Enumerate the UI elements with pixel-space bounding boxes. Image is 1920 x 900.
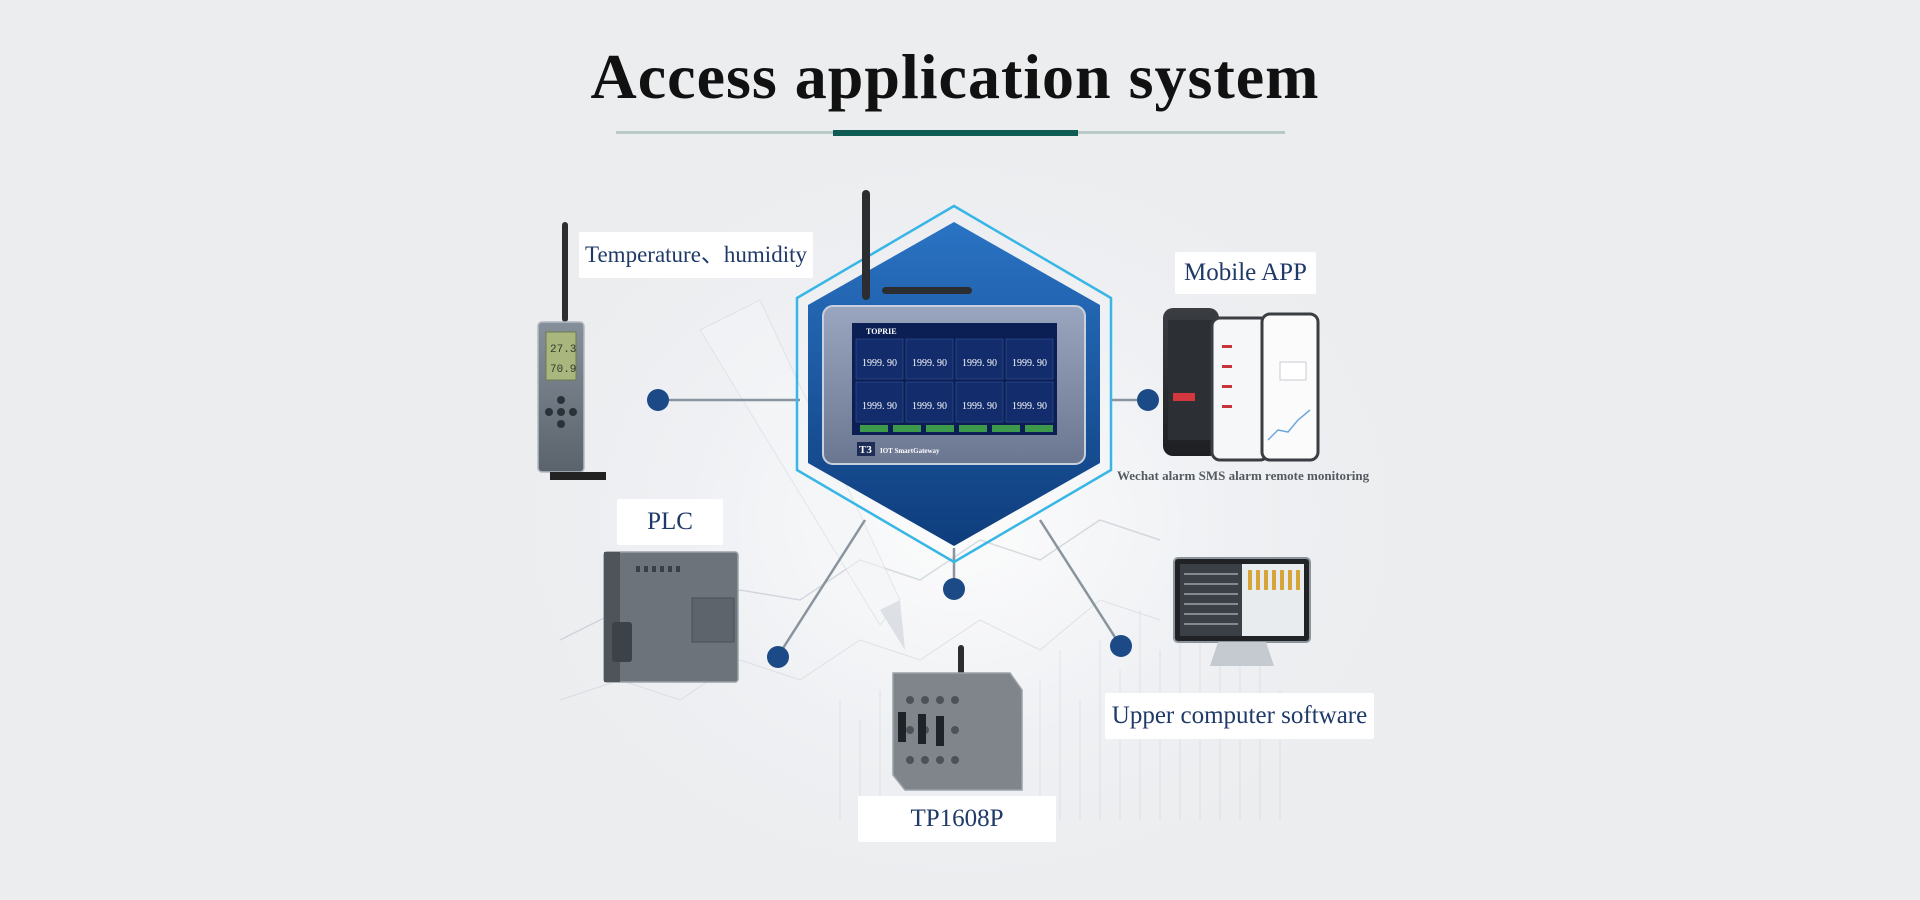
gateway-footer-text: IOT SmartGateway (880, 447, 940, 455)
gateway-reading-5: 1999. 90 (862, 401, 897, 412)
plc-port (612, 622, 632, 662)
gateway-reading-3: 1999. 90 (962, 358, 997, 369)
mobile-phones (1163, 308, 1320, 462)
gateway-antenna-horizontal (882, 287, 972, 294)
label-tp1608p: TP1608P (858, 796, 1056, 842)
node-upper (1110, 635, 1132, 657)
label-temp-humidity: Temperature、humidity (579, 232, 813, 278)
central-gateway: TOPRIE 1999. 90 1999. 90 1999. 90 1999. … (795, 190, 1113, 564)
sensor-lcd-line2: 70.9 (550, 364, 576, 376)
tp1608p-device (892, 645, 1023, 791)
hexagon-outline (795, 204, 1113, 564)
gateway-footer-badge-bg (857, 442, 875, 456)
phone-white-1 (1210, 316, 1270, 462)
node-tp1608p (943, 578, 965, 600)
label-plc: PLC (617, 499, 723, 545)
desktop-monitor (1173, 557, 1311, 666)
gateway-reading-7: 1999. 90 (962, 401, 997, 412)
sensor-terminal (550, 472, 606, 480)
gateway-reading-1: 1999. 90 (862, 358, 897, 369)
connector-nodes (647, 389, 1159, 668)
node-temp (647, 389, 669, 411)
sensor-lcd-line1: 27.3 (550, 344, 576, 356)
gateway-footer-badge: T3 (859, 444, 872, 456)
gateway-reading-4: 1999. 90 (1012, 358, 1047, 369)
monitor-stand (1210, 642, 1274, 666)
label-mobile-app: Mobile APP (1175, 252, 1316, 294)
gateway-reading-8: 1999. 90 (1012, 401, 1047, 412)
gateway-reading-6: 1999. 90 (912, 401, 947, 412)
phone-white-2 (1260, 312, 1320, 462)
node-plc (767, 646, 789, 668)
plc-device (603, 551, 739, 683)
connector-upper (1038, 519, 1122, 646)
gateway-brand: TOPRIE (866, 327, 897, 336)
mobile-caption: Wechat alarm SMS alarm remote monitoring (1117, 468, 1370, 483)
temp-humidity-sensor: 27.3 70.9 (537, 222, 606, 480)
title-underline-accent (833, 130, 1078, 136)
gateway-readings: 1999. 90 1999. 90 1999. 90 1999. 90 1999… (855, 338, 1054, 423)
page-title: Access application system (590, 41, 1320, 112)
gateway-screen-buttons (860, 425, 1053, 432)
connector-plc (776, 519, 867, 657)
sensor-lcd (545, 331, 577, 381)
node-mobile (1137, 389, 1159, 411)
gateway-antenna-vertical (862, 190, 870, 300)
label-upper-software: Upper computer software (1105, 693, 1374, 739)
sensor-antenna (562, 222, 568, 322)
gateway-reading-2: 1999. 90 (912, 358, 947, 369)
